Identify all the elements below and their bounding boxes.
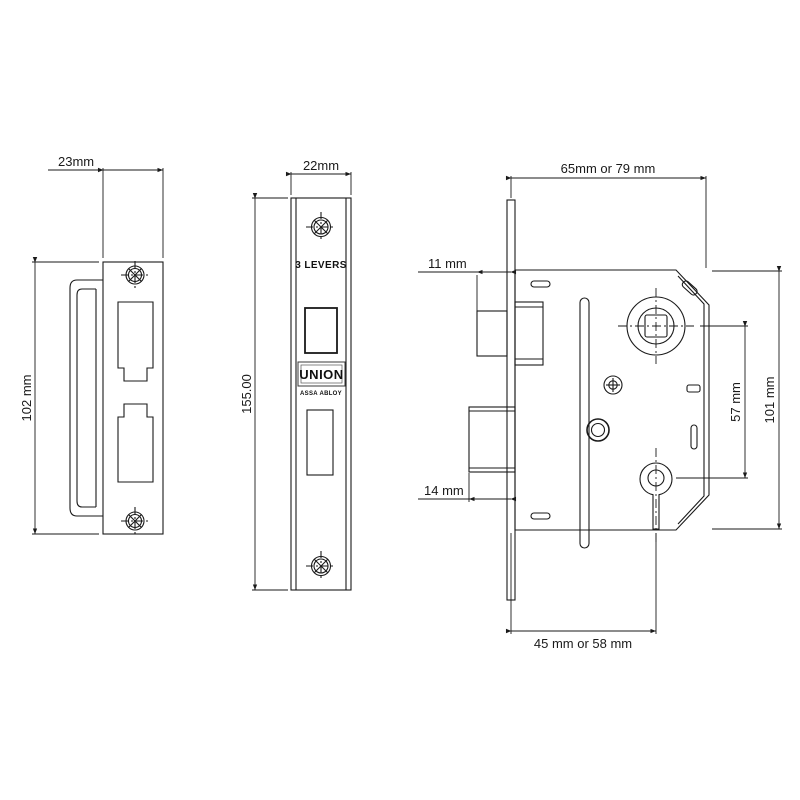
lockbody-case-inner-edge	[677, 275, 705, 525]
lockbody-latch-bolt	[476, 301, 544, 366]
strike-aperture-lower	[117, 403, 154, 483]
faceplate-brand-label: UNION	[299, 367, 343, 382]
lockbody-slot-bottom	[530, 512, 551, 520]
lockbody-pivot-boss	[586, 418, 610, 442]
strike-aperture-upper	[117, 301, 154, 382]
lockbody-case-outline	[514, 269, 710, 531]
view-lock-body	[418, 175, 782, 634]
lockbody-slot-right	[686, 384, 701, 393]
lockbody-slot-top	[530, 280, 551, 288]
lockbody-keyhole	[639, 448, 673, 545]
dim-label-faceplate-width: 22mm	[303, 158, 339, 173]
lockbody-screw	[603, 375, 623, 395]
dim-strike-width	[48, 167, 164, 258]
dim-lockbody-bottom-width	[505, 533, 657, 634]
lockbody-spindle-hole	[618, 288, 694, 364]
lockbody-slot-right-long	[690, 424, 698, 450]
strike-faceplate-outline	[102, 261, 164, 535]
dim-label-lockbody-centres: 57 mm	[728, 382, 743, 422]
view-faceplate	[252, 171, 352, 591]
faceplate-latch-aperture	[304, 307, 338, 354]
strike-box-inner-outline	[76, 288, 96, 508]
faceplate-lever-label: 3 LEVERS	[295, 260, 347, 271]
dim-label-faceplate-height: 155.00	[239, 374, 254, 414]
dim-label-lockbody-backset-lower: 14 mm	[424, 483, 464, 498]
lockbody-dead-bolt	[468, 406, 516, 473]
faceplate-outline	[290, 197, 352, 591]
faceplate-screw-top	[306, 212, 336, 242]
dim-faceplate-height	[252, 192, 288, 591]
dim-label-lockbody-bottom-width: 45 mm or 58 mm	[534, 636, 632, 651]
faceplate-deadbolt-aperture	[306, 409, 334, 476]
dim-label-lockbody-case-height: 101 mm	[762, 377, 777, 424]
dim-strike-height	[32, 256, 99, 535]
dim-lockbody-centres	[676, 320, 748, 479]
faceplate-brand-badge	[297, 361, 346, 387]
dim-lockbody-backset-lower	[418, 473, 517, 502]
dim-label-lockbody-top-width: 65mm or 79 mm	[561, 161, 656, 176]
dim-lockbody-top-width	[505, 175, 707, 268]
dim-label-lockbody-backset-upper: 11 mm	[428, 256, 467, 271]
dim-lockbody-backset-upper	[418, 269, 517, 312]
strike-screw-bottom	[121, 507, 149, 535]
lockbody-slot-chamfer	[681, 280, 698, 296]
faceplate-brand-sub-label: ASSA ABLOY	[300, 391, 342, 397]
dim-label-strike-height: 102 mm	[19, 375, 34, 422]
dim-label-strike-width: 23mm	[58, 154, 94, 169]
dim-lockbody-case-height	[712, 265, 782, 530]
strike-box-outline	[69, 279, 103, 517]
strike-screw-top	[121, 261, 149, 289]
dim-faceplate-width	[285, 171, 352, 195]
view-strike-plate	[32, 167, 164, 535]
faceplate-screw-bottom	[306, 551, 336, 581]
